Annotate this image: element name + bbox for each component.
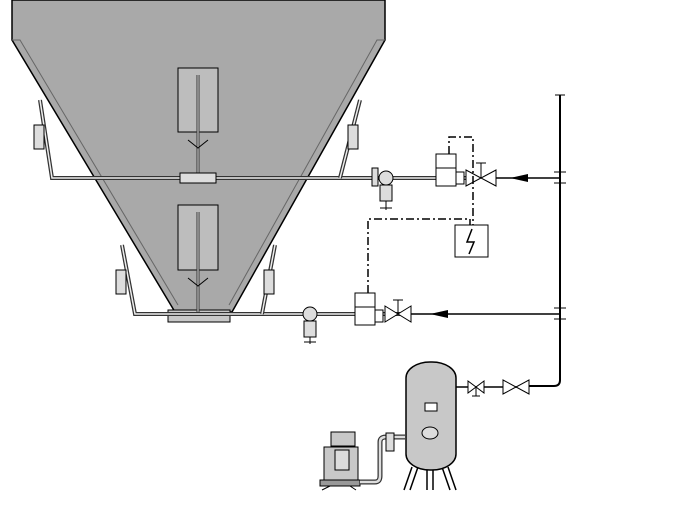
air-filter-lower	[302, 306, 318, 344]
aeration-nozzle-left	[115, 269, 127, 295]
air-filter-upper	[371, 167, 394, 210]
solenoid-valve-lower	[354, 292, 384, 326]
electrical-control-box	[454, 224, 489, 258]
tank-nameplate	[424, 402, 438, 412]
arrow-left-icon	[430, 310, 448, 318]
ball-valve-upper[interactable]	[465, 162, 497, 187]
tank-manhole	[421, 426, 439, 440]
tank-outlet-line	[456, 379, 530, 397]
aeration-nozzle-right	[347, 124, 359, 150]
ball-valve-lower[interactable]	[384, 299, 412, 323]
lightning-icon	[465, 228, 476, 255]
compressor-discharge-pipe	[360, 432, 405, 485]
check-valve[interactable]	[467, 380, 485, 397]
air-receiver-tank	[403, 361, 457, 491]
solenoid-valve-upper	[435, 153, 465, 187]
aeration-nozzle-left	[33, 124, 45, 150]
shutoff-valve[interactable]	[502, 379, 530, 395]
aeration-nozzle-right	[263, 269, 275, 295]
inspection-window-lower	[177, 204, 219, 314]
arrow-left-icon	[510, 174, 528, 182]
compressor	[319, 431, 361, 491]
inspection-window-upper	[177, 67, 219, 178]
supply-line-upper	[496, 174, 560, 182]
upper-aeration-pipe	[33, 99, 470, 184]
main-header-line	[525, 94, 566, 387]
control-signal-lines	[367, 136, 474, 293]
supply-line-lower	[411, 310, 560, 318]
